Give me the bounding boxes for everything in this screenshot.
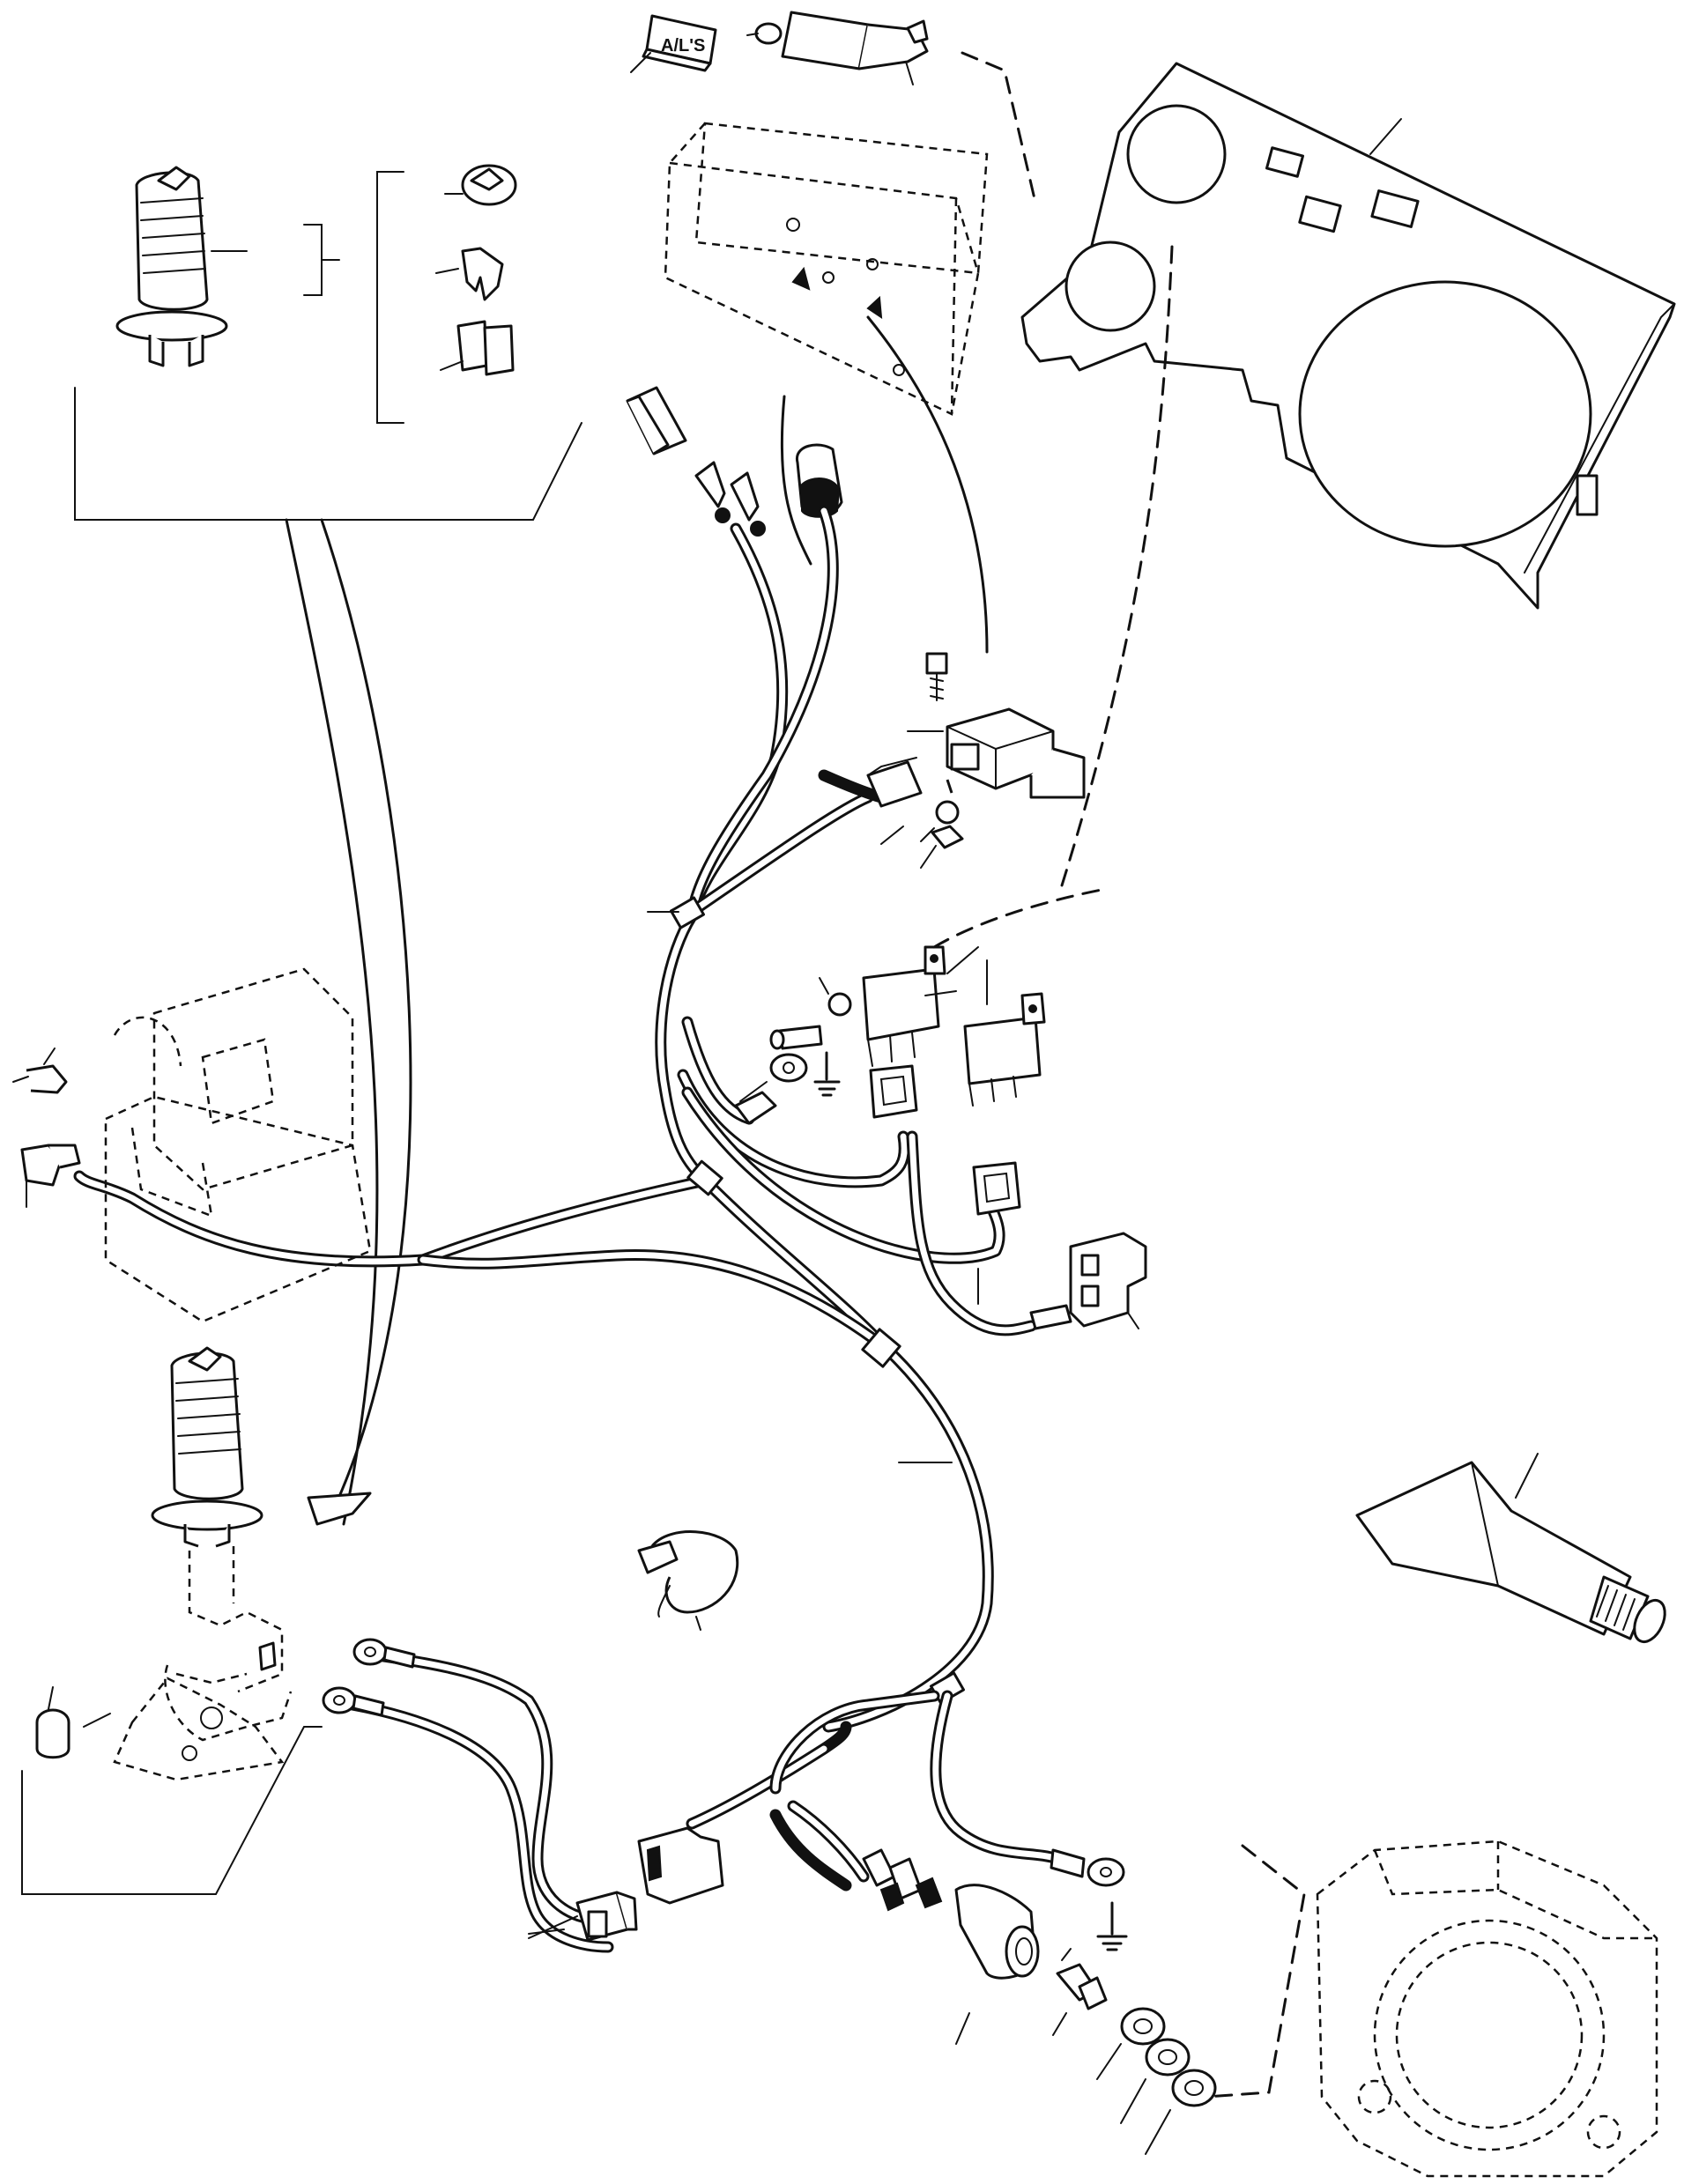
switch-kit	[74, 164, 582, 521]
fuse-marking: A/L'S	[661, 36, 705, 56]
lower-switch	[113, 1346, 293, 1781]
connector-plug	[866, 760, 923, 808]
upper-connectors	[626, 386, 843, 537]
left-sensor	[12, 1048, 81, 1208]
lower-harness	[346, 1650, 1064, 1953]
ground-terminal-upper	[734, 1053, 808, 1125]
leader-dashed	[961, 51, 1037, 204]
main-harness	[73, 505, 994, 1733]
gearbox-housing-dashed	[1316, 1840, 1658, 2178]
leader-bracket	[21, 1726, 323, 1895]
connector-block	[1029, 1232, 1147, 1330]
engine-block-dashed	[104, 967, 372, 1323]
arrow-head	[307, 1492, 372, 1526]
spade-connectors	[862, 1848, 943, 1912]
relay-pair	[769, 945, 1046, 1107]
leader-dashed	[1060, 245, 1174, 887]
leader-curve	[780, 395, 812, 566]
bulb-holder	[781, 11, 870, 70]
instrument-housing	[664, 122, 989, 416]
dashboard-panel	[1020, 62, 1676, 610]
plug-small	[35, 1686, 111, 1759]
grease-tube	[1355, 1453, 1666, 1644]
lower-connectors	[528, 1826, 724, 1942]
leader-curve	[320, 518, 412, 1508]
fuse-group: A/L'S	[630, 11, 929, 85]
ring-terminals-lower	[322, 1638, 416, 1717]
bulb	[754, 22, 783, 45]
ground-terminal-lower	[1050, 1848, 1125, 1887]
ground-symbol-icon	[1096, 1901, 1128, 1951]
leader-line	[630, 52, 651, 73]
branch-cables	[677, 769, 1037, 1336]
leader-curve	[866, 315, 989, 654]
ground-symbol-icon	[813, 1051, 841, 1097]
leader-dashed	[932, 888, 1103, 949]
leader-dashed	[1206, 1844, 1306, 2099]
relay-sockets	[869, 1064, 1021, 1216]
sensor-and-washers	[954, 1884, 1217, 2155]
relay-bracket	[907, 652, 1086, 869]
leader-curve	[285, 518, 379, 1526]
cable-clamp	[637, 1530, 739, 1631]
